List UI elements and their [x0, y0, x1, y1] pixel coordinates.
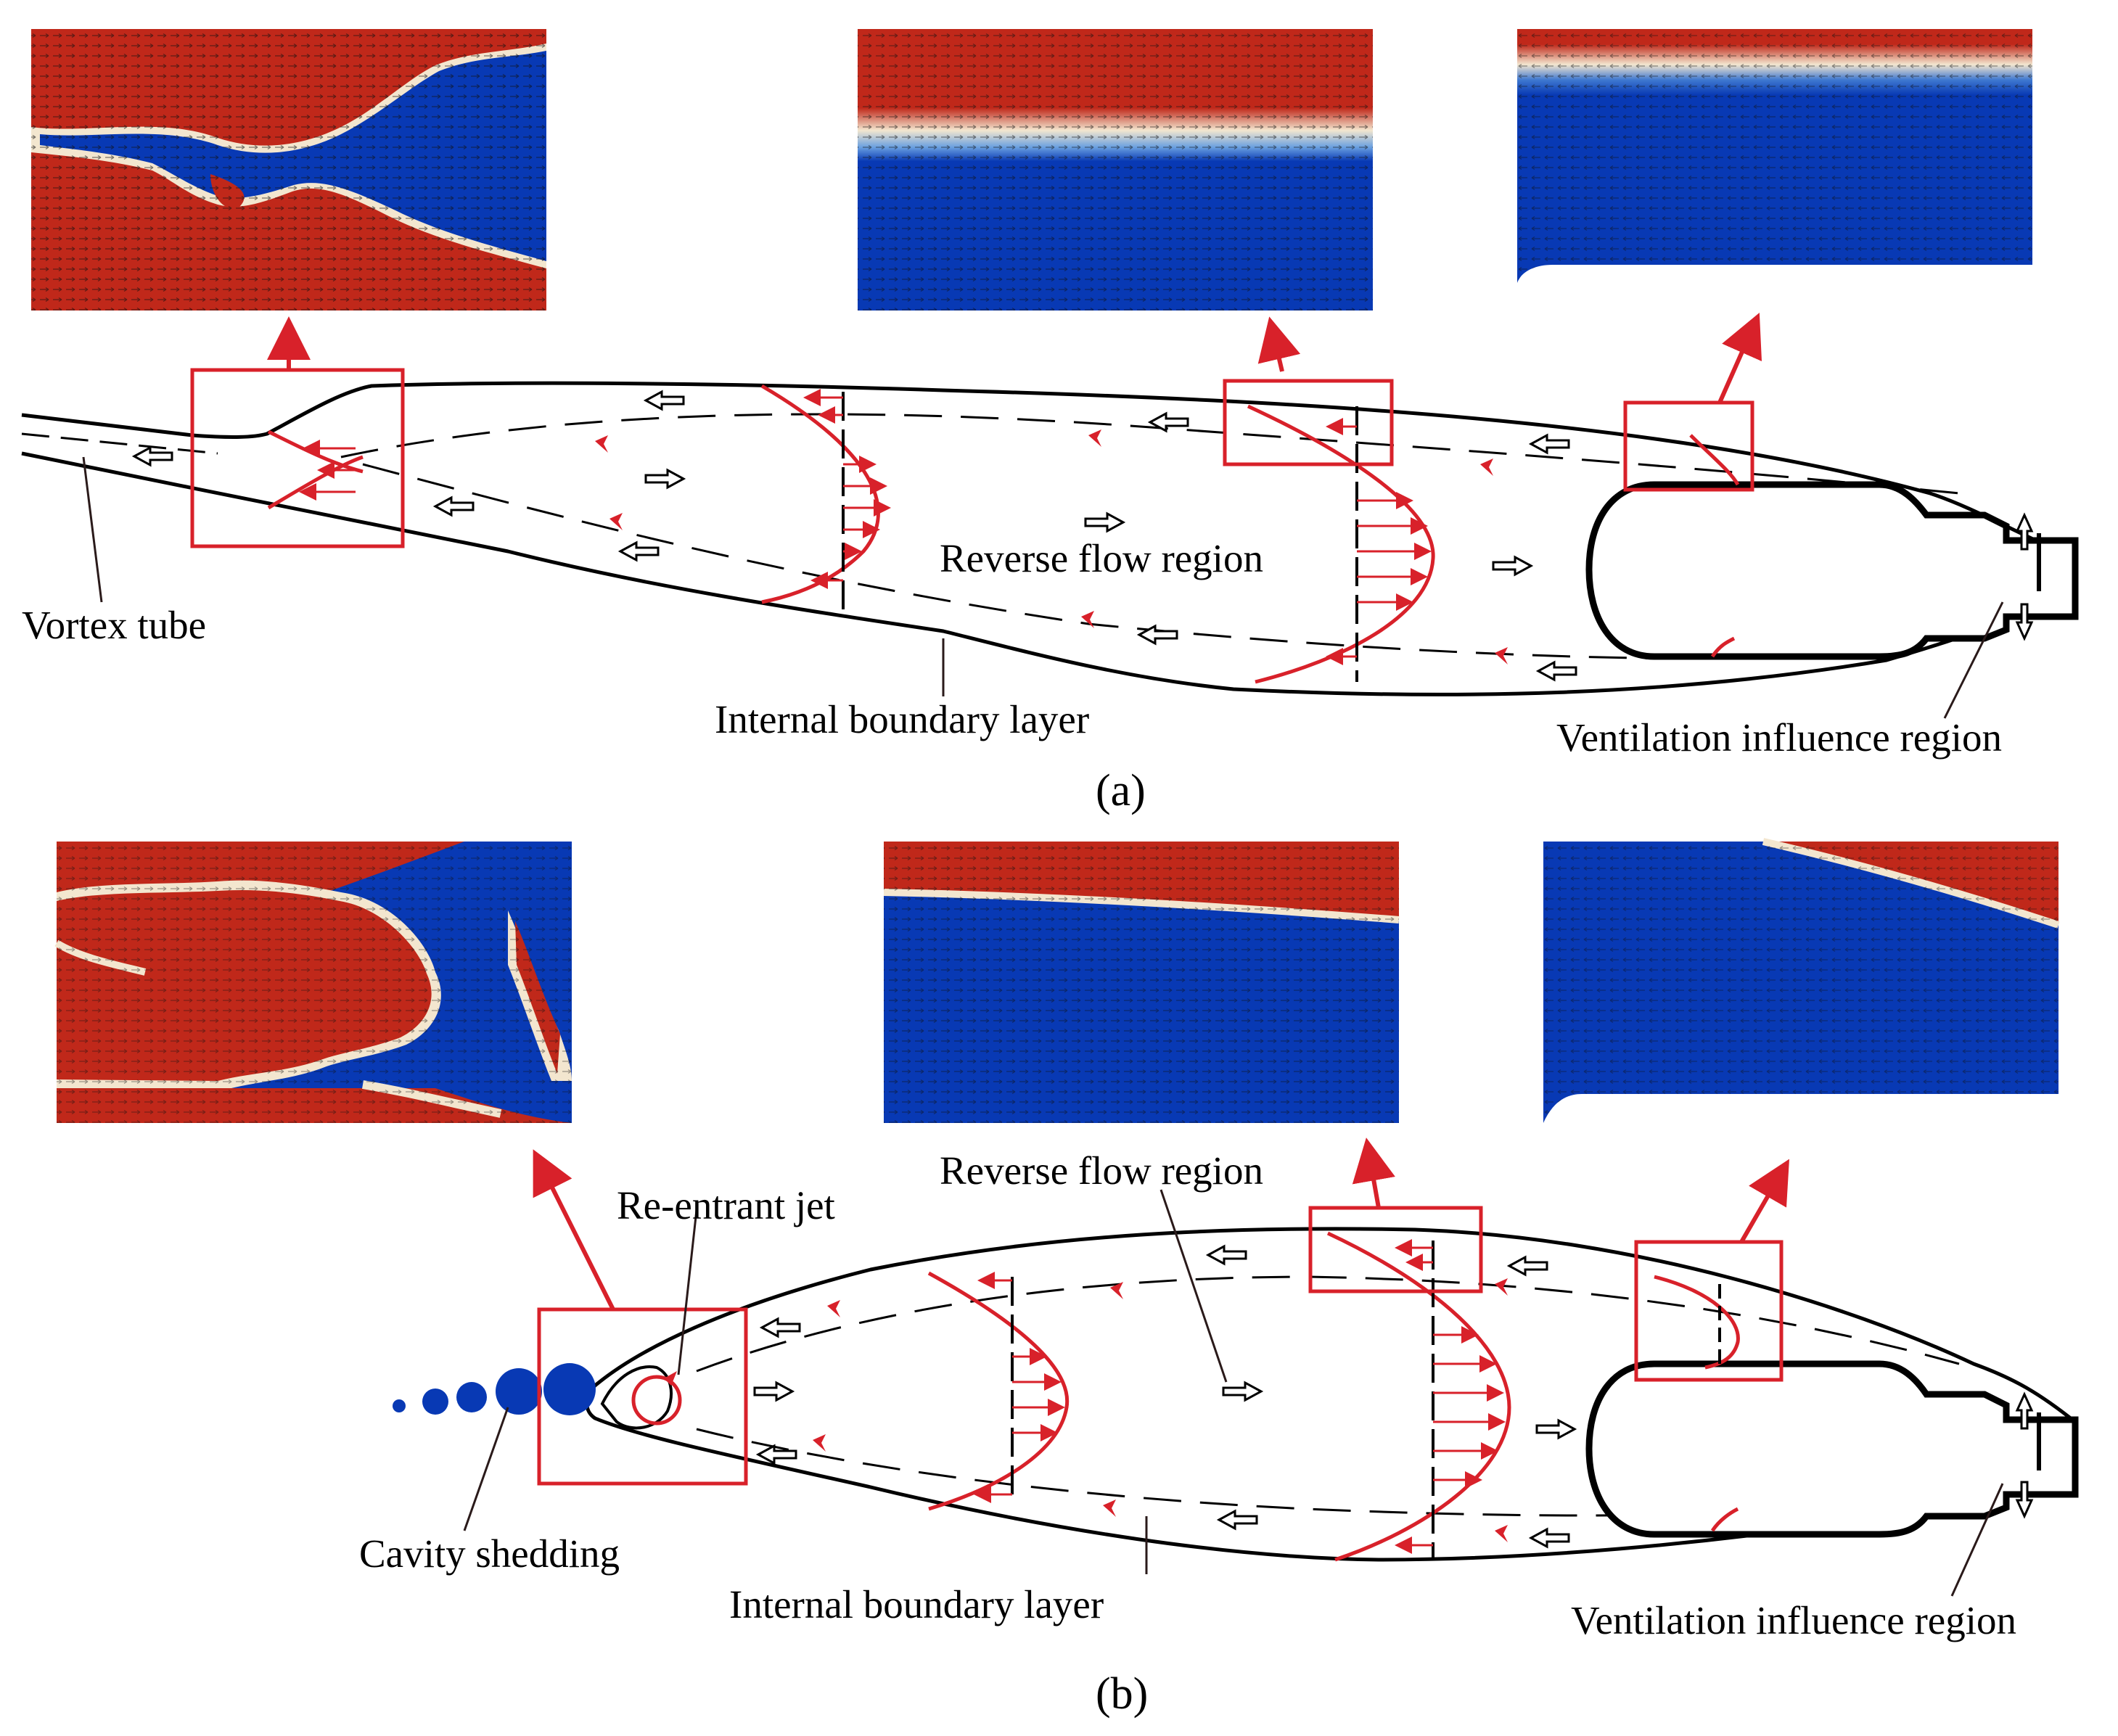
highlight-boxes-b	[537, 1206, 1784, 1486]
inset-connector-arrows-b	[533, 1138, 1789, 1311]
velocity-profile-a3	[1689, 434, 1740, 658]
vent-body-a	[1585, 481, 2079, 660]
vent-body-b	[1585, 1360, 2079, 1538]
streamline-upper-b	[696, 1275, 1960, 1373]
velocity-profile-a2	[1247, 404, 1435, 684]
flow-arrows-b	[753, 1244, 2034, 1549]
closure-profile-a	[267, 429, 364, 510]
velocity-profile-b1	[927, 1271, 1070, 1511]
panel-b: Reverse flow region Re-entrant jet Cavit…	[54, 838, 2079, 1719]
label-cavity-shedding: Cavity shedding	[359, 1531, 620, 1576]
inset-connector-arrows-a	[267, 313, 1762, 404]
vortex-tube-centerline	[21, 432, 218, 455]
label-internal-bl-b: Internal boundary layer	[729, 1582, 1104, 1626]
label-ventilation-b: Ventilation influence region	[1571, 1598, 2016, 1642]
contour-inset-b1	[54, 842, 572, 1123]
direction-marks-a	[595, 429, 1508, 665]
caption-b: (b)	[1096, 1669, 1148, 1719]
leaders-a	[82, 456, 2004, 719]
label-ventilation-a: Ventilation influence region	[1556, 715, 2002, 760]
label-vortex-tube: Vortex tube	[22, 603, 206, 647]
velocity-profile-b2	[1326, 1231, 1511, 1562]
contour-inset-a3	[1517, 29, 2032, 283]
panel-a: Vortex tube Reverse flow region Internal…	[21, 29, 2079, 815]
highlight-boxes-a	[190, 368, 1754, 548]
caption-a: (a)	[1096, 766, 1146, 815]
label-reentrant-jet: Re-entrant jet	[617, 1183, 835, 1227]
contour-inset-a2	[858, 29, 1373, 310]
label-internal-bl-a: Internal boundary layer	[715, 697, 1089, 741]
velocity-profile-a1	[760, 384, 891, 613]
contour-inset-b2	[883, 842, 1400, 1123]
direction-marks-b	[813, 1278, 1508, 1542]
velocity-profile-b3	[1654, 1275, 1740, 1532]
cavity-shedding-bubbles	[393, 1363, 596, 1415]
label-reverse-flow-b: Reverse flow region	[940, 1148, 1263, 1193]
contour-inset-a1	[31, 29, 546, 310]
reentrant-jet	[600, 1365, 682, 1430]
leaders-b	[463, 1189, 2004, 1597]
flow-arrows-a	[131, 390, 2034, 682]
streamline-lower-a	[362, 463, 1858, 660]
contour-inset-b3	[1543, 838, 2060, 1123]
label-reverse-flow-a: Reverse flow region	[940, 536, 1263, 580]
